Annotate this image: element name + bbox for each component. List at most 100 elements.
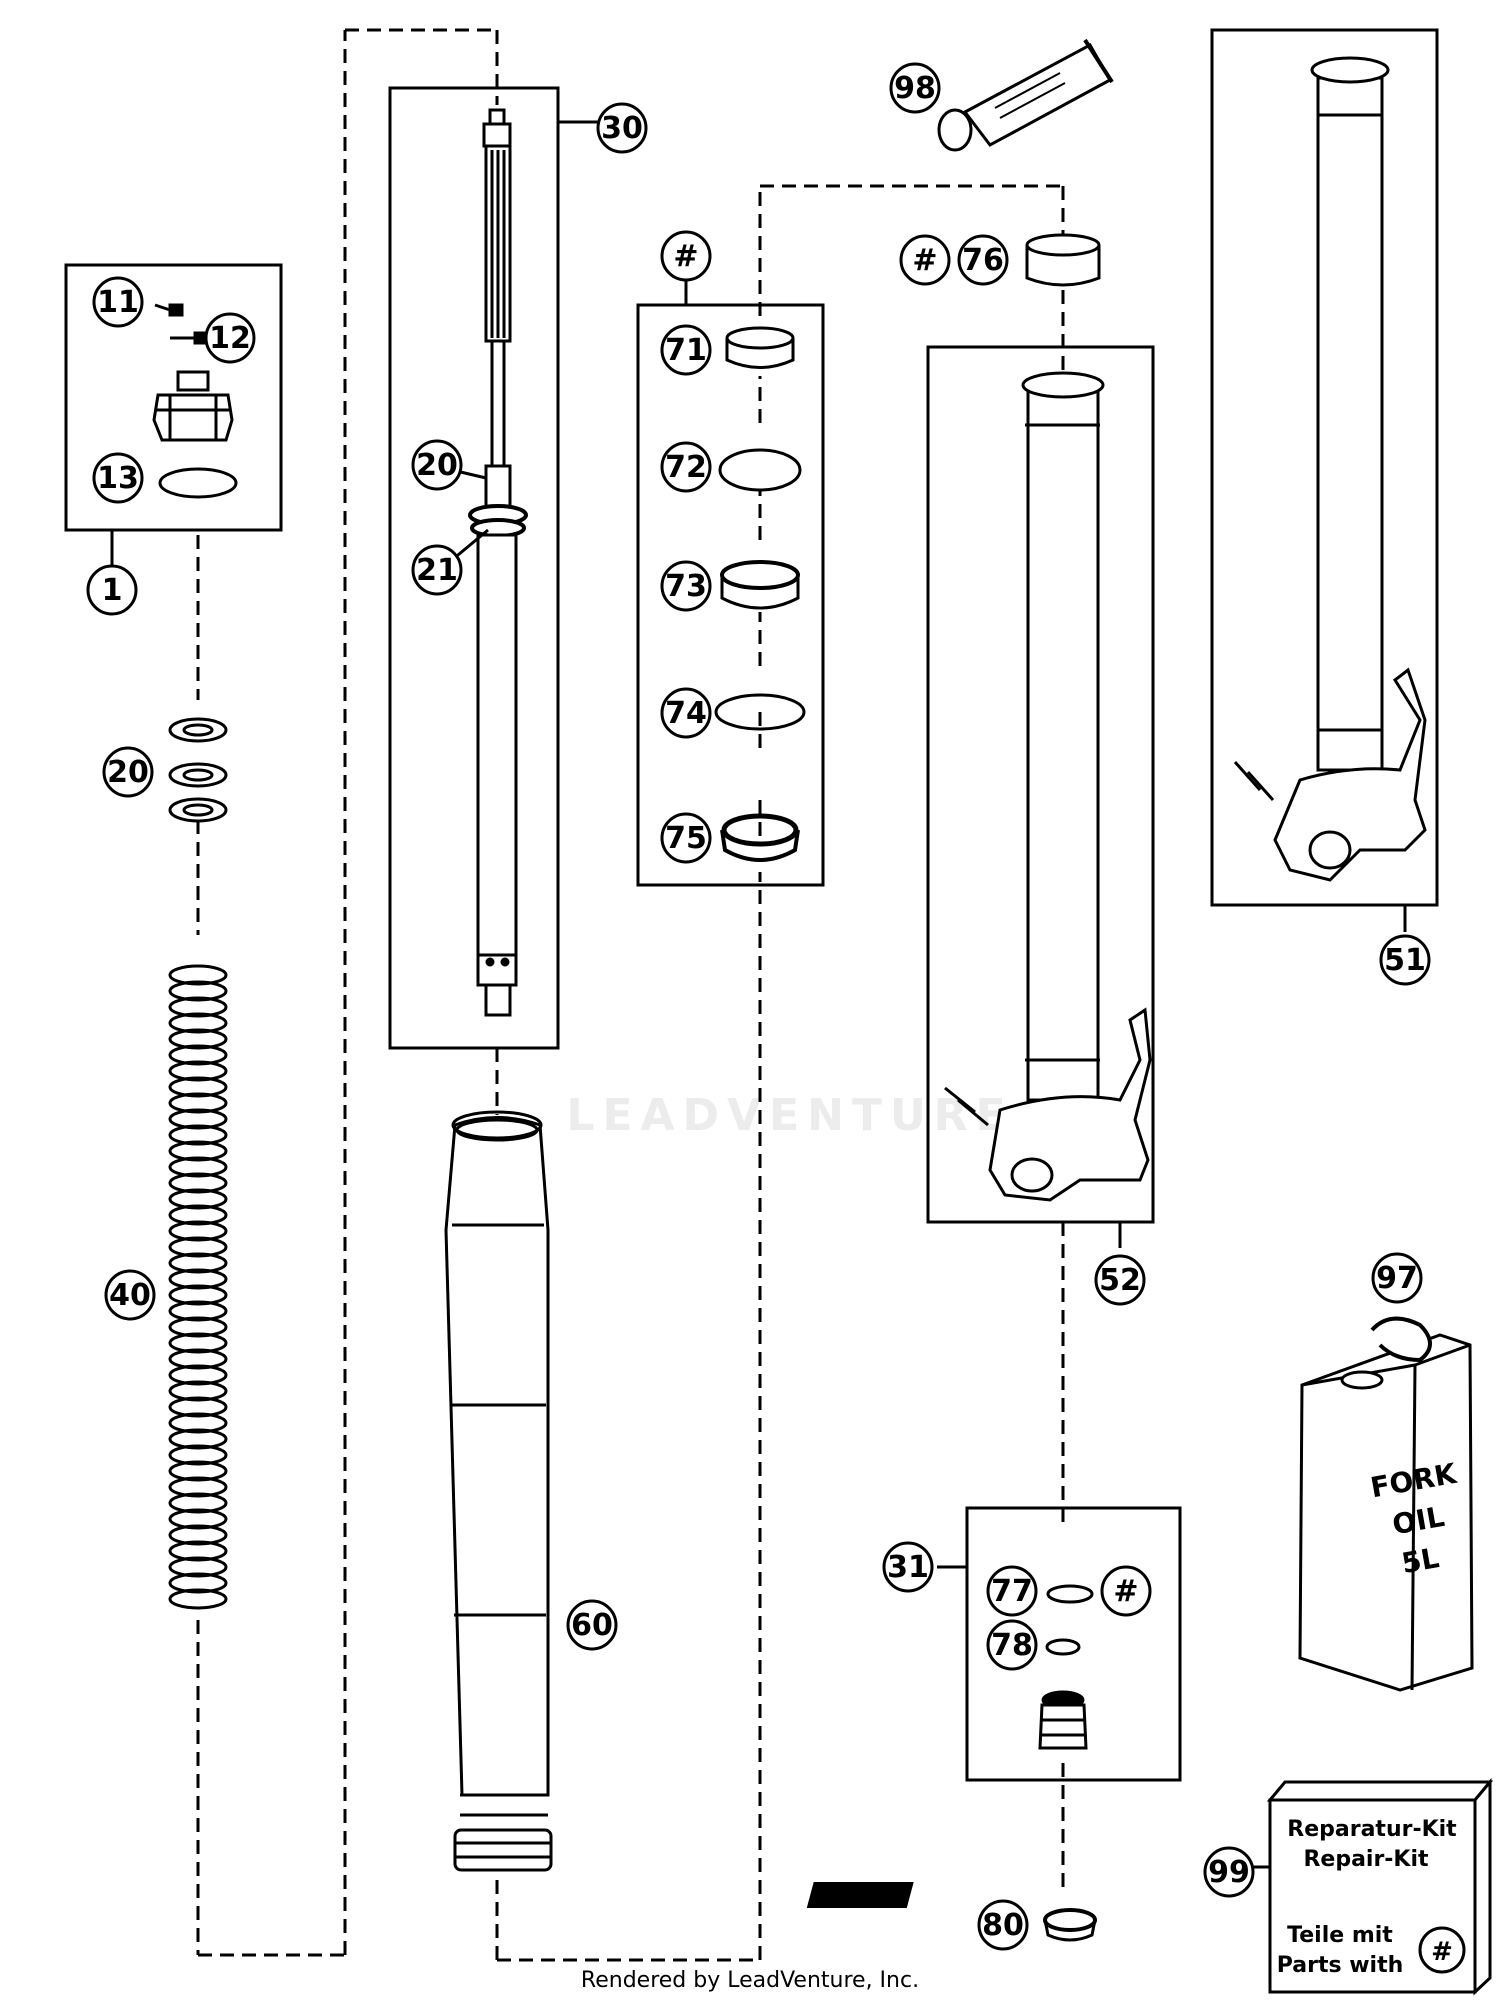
spring-coil <box>168 1284 228 1306</box>
spring-coil <box>168 1476 228 1498</box>
spring-coil <box>168 1316 228 1338</box>
callout-text: 51 <box>1384 943 1426 978</box>
nut-80-part <box>1043 1908 1097 1942</box>
callout-11: 11 <box>92 276 144 328</box>
spring-coil <box>168 1556 228 1578</box>
callout-text: 97 <box>1376 1261 1418 1296</box>
callout-text: # <box>1113 1574 1138 1609</box>
spring-coil <box>168 964 228 986</box>
callout-74: 74 <box>660 687 712 739</box>
callout-20b: 20 <box>102 746 154 798</box>
callout-21: 21 <box>411 544 463 596</box>
spring-coil <box>168 1588 228 1610</box>
ring-72-part <box>718 448 802 492</box>
spring-coil <box>168 1012 228 1034</box>
spring-coil <box>168 1396 228 1418</box>
callout-text: 74 <box>665 696 707 731</box>
outer-tube-51-box <box>1210 28 1439 932</box>
callout-text: 30 <box>601 111 643 146</box>
spring-coil <box>168 1044 228 1066</box>
spring-coil <box>168 1220 228 1242</box>
callout-77: 77 <box>986 1565 1038 1617</box>
fork-cap-part <box>152 370 234 442</box>
callout-text: 40 <box>109 1278 151 1313</box>
callout-text: 77 <box>991 1574 1033 1609</box>
callout-97: 97 <box>1371 1252 1423 1304</box>
oil-can-line-3: 5L <box>1399 1541 1442 1580</box>
spring-coil <box>168 1444 228 1466</box>
spring-coil <box>168 1172 228 1194</box>
callout-71: 71 <box>660 324 712 376</box>
base-valve-part <box>1038 1690 1088 1750</box>
spring-coil <box>168 1428 228 1450</box>
callout-text: 20 <box>416 448 458 483</box>
repair-kit-symbol: # <box>1431 1937 1453 1967</box>
callout-text: 52 <box>1099 1263 1141 1298</box>
callout-text: 76 <box>962 243 1004 278</box>
callout-text: 80 <box>982 1908 1024 1943</box>
o-ring-13-part <box>158 467 238 499</box>
repair-kit-99-part: Reparatur-Kit Repair-Kit KTM Teile mit P… <box>806 1777 1494 1996</box>
repair-kit-brand: KTM <box>1341 1884 1395 1909</box>
spring-coil <box>168 1108 228 1130</box>
spring-coil <box>168 1572 228 1594</box>
grease-tube-98-part <box>937 38 1114 152</box>
spring-coil <box>168 1124 228 1146</box>
callout-text: 31 <box>887 1550 929 1585</box>
spring-coil <box>168 1460 228 1482</box>
callout-12: 12 <box>204 312 256 364</box>
spring-coil <box>168 1140 228 1162</box>
callout-78: 78 <box>986 1619 1038 1671</box>
callout-13: 13 <box>92 452 144 504</box>
spring-coil <box>168 1236 228 1258</box>
o-ring-77-part <box>1046 1584 1094 1604</box>
callout-30: 30 <box>596 102 648 154</box>
dust-wiper-75-part <box>720 813 800 862</box>
spring-coil <box>168 1380 228 1402</box>
spring-coil <box>168 1300 228 1322</box>
repair-kit-line-1: Reparatur-Kit <box>1287 1817 1457 1842</box>
spring-coil <box>168 1028 228 1050</box>
seal-73-part <box>720 560 800 610</box>
repair-kit-line-4: Parts with <box>1277 1953 1404 1978</box>
callout-hash1: # <box>660 230 712 282</box>
cartridge-box <box>388 86 598 1050</box>
spring-coil <box>168 1092 228 1114</box>
callout-75: 75 <box>660 812 712 864</box>
cap-assembly-box <box>64 263 283 565</box>
spring-coil <box>168 1412 228 1434</box>
spring-coil <box>168 1508 228 1530</box>
callout-51: 51 <box>1379 934 1431 986</box>
callout-1: 1 <box>86 564 138 616</box>
callout-hash3: # <box>1100 1565 1152 1617</box>
callout-99: 99 <box>1203 1846 1255 1898</box>
callout-text: 72 <box>665 450 707 485</box>
callout-40: 40 <box>104 1269 156 1321</box>
callout-text: 71 <box>665 333 707 368</box>
callout-text: 75 <box>665 821 707 856</box>
spring-coil <box>168 1076 228 1098</box>
spring-coil <box>168 1348 228 1370</box>
repair-kit-line-2: Repair-Kit <box>1303 1847 1429 1872</box>
spring-coil <box>168 1332 228 1354</box>
spring-coil <box>168 1524 228 1546</box>
outer-tube-52-box <box>926 345 1155 1248</box>
circlip-74-part <box>714 693 806 731</box>
callout-text: 12 <box>209 321 251 356</box>
spring-coil <box>168 1060 228 1082</box>
callout-text: 11 <box>97 285 139 320</box>
callout-98: 98 <box>889 62 941 114</box>
spring-coil <box>168 1188 228 1210</box>
callout-60: 60 <box>566 1599 618 1651</box>
callout-72: 72 <box>660 441 712 493</box>
ktm-logo <box>806 1882 914 1908</box>
callout-20a: 20 <box>411 439 463 491</box>
callout-text: 78 <box>991 1628 1033 1663</box>
spring-coil <box>168 1204 228 1226</box>
callout-hash2: # <box>899 234 951 286</box>
callout-text: 99 <box>1208 1855 1250 1890</box>
inner-tube-60-part <box>444 1110 553 1872</box>
spring-coil <box>168 980 228 1002</box>
footer-credit: Rendered by LeadVenture, Inc. <box>580 1968 920 1993</box>
